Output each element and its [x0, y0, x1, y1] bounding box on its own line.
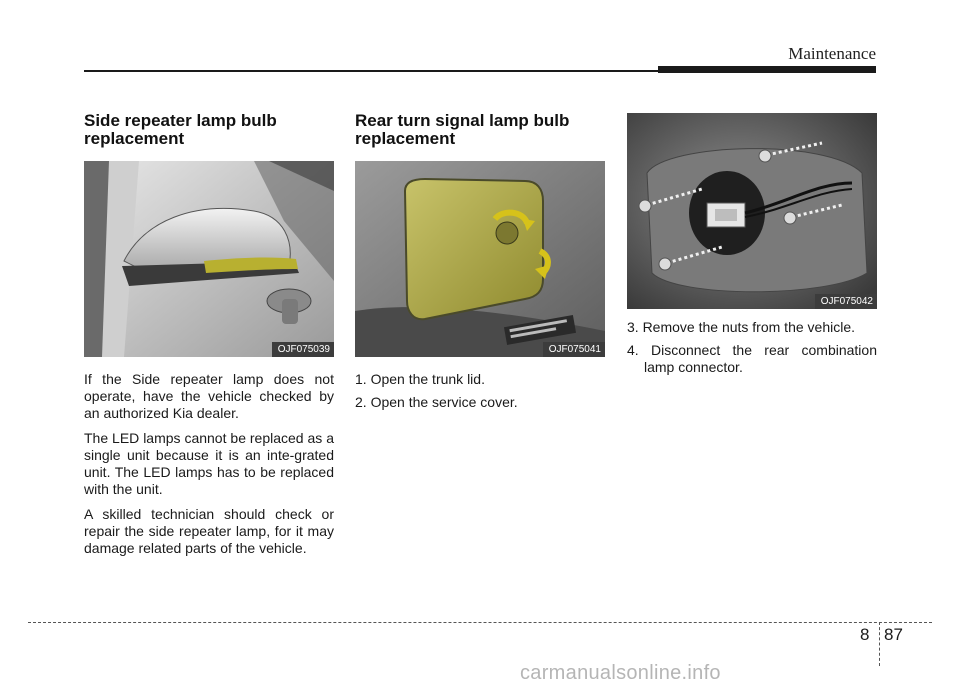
figure-side-mirror: OJF075039 [84, 161, 334, 357]
watermark: carmanualsonline.info [520, 662, 721, 684]
chapter-number: 8 [860, 625, 870, 644]
page-number: 87 [884, 625, 903, 644]
paragraph-2: The LED lamps cannot be replaced as a si… [84, 430, 334, 497]
heading-side-repeater: Side repeater lamp bulb replacement [84, 111, 277, 148]
figure-code-042: OJF075042 [814, 294, 877, 309]
figure-service-cover: OJF075041 [355, 161, 605, 357]
heading-rear-turn-signal: Rear turn signal lamp bulb replacement [355, 111, 570, 148]
paragraph-3: A skilled technician should check or rep… [84, 506, 334, 556]
footer-divider [28, 622, 932, 623]
service-cover-illustration [355, 161, 605, 357]
header-rule-thin [84, 70, 664, 72]
step-4: 4. Disconnect the rear combination lamp … [627, 342, 877, 375]
column-side-repeater: Side repeater lamp bulb replacement OJF0… [84, 112, 334, 565]
column-rear-turn-signal: Rear turn signal lamp bulb replacement [355, 112, 605, 417]
lamp-connector-illustration [627, 113, 877, 309]
figure-code-041: OJF075041 [542, 342, 605, 357]
section-title: Maintenance [788, 44, 876, 63]
column-lamp-connector: OJF075042 3. Remove the nuts from the ve… [627, 113, 877, 382]
paragraph-1: If the Side repeater lamp does not opera… [84, 371, 334, 421]
figure-lamp-connector: OJF075042 [627, 113, 877, 309]
step-3: 3. Remove the nuts from the vehicle. [627, 319, 855, 335]
figure-code-039: OJF075039 [271, 342, 334, 357]
header-rule-thick [658, 66, 876, 73]
step-2: 2. Open the service cover. [355, 394, 518, 410]
mirror-illustration [84, 161, 334, 357]
step-1: 1. Open the trunk lid. [355, 371, 485, 387]
footer-page-separator [879, 622, 880, 666]
